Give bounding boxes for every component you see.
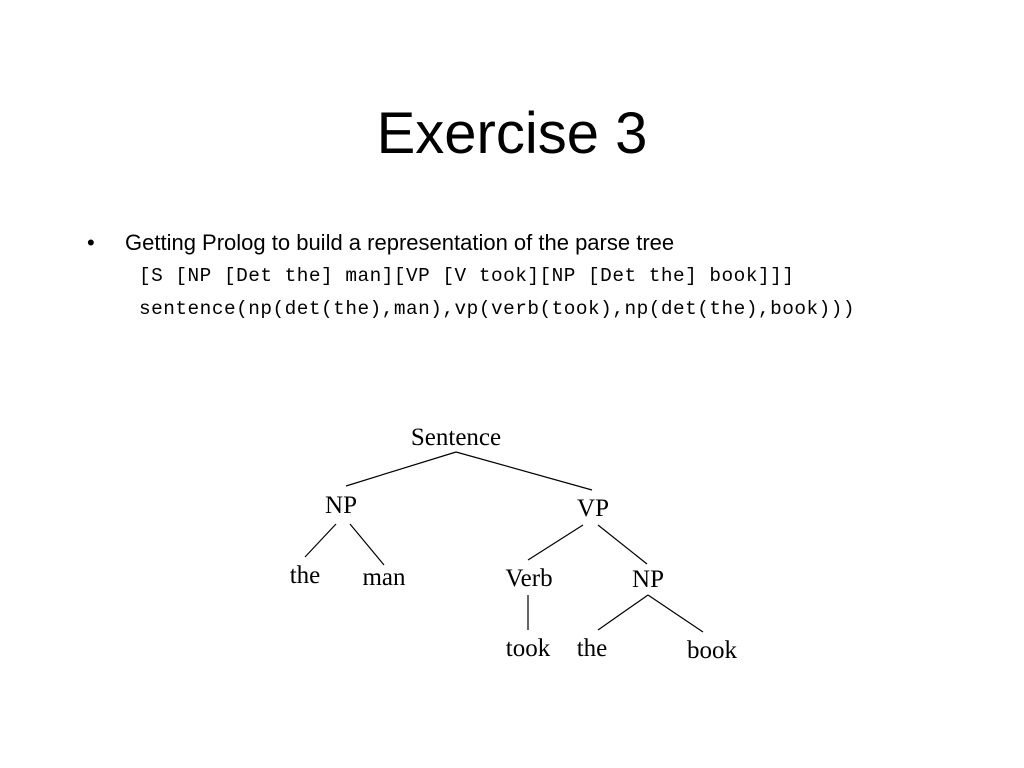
parse-tree-diagram: Sentence NP VP the man Verb NP took the … (290, 424, 738, 664)
node-np: NP (325, 492, 357, 519)
node-np-object: NP (632, 566, 664, 593)
edge-np-the (304, 523, 337, 558)
edge-vp-np (597, 524, 648, 565)
slide-title: Exercise 3 (376, 101, 648, 166)
edge-np-man (349, 523, 385, 566)
bullet-text: Getting Prolog to build a representation… (125, 230, 675, 255)
node-the: the (290, 562, 321, 589)
edge-sentence-vp (455, 451, 593, 491)
node-took: took (506, 635, 551, 662)
node-verb: Verb (505, 565, 552, 592)
code-line-prolog-term: sentence(np(det(the),man),vp(verb(took),… (139, 298, 856, 320)
bullet-mark: • (87, 230, 95, 255)
node-vp: VP (577, 495, 609, 522)
edge-np-book (647, 594, 704, 633)
edge-sentence-np (345, 451, 457, 487)
edge-vp-verb (527, 524, 584, 561)
code-line-bracket-notation: [S [NP [Det the] man][VP [V took][NP [De… (139, 265, 795, 287)
edge-np-the2 (597, 594, 649, 631)
node-sentence: Sentence (411, 424, 501, 451)
node-book: book (687, 637, 738, 664)
node-the-object: the (577, 635, 608, 662)
bullet-item: • Getting Prolog to build a representatio… (87, 229, 674, 257)
node-man: man (362, 564, 406, 591)
